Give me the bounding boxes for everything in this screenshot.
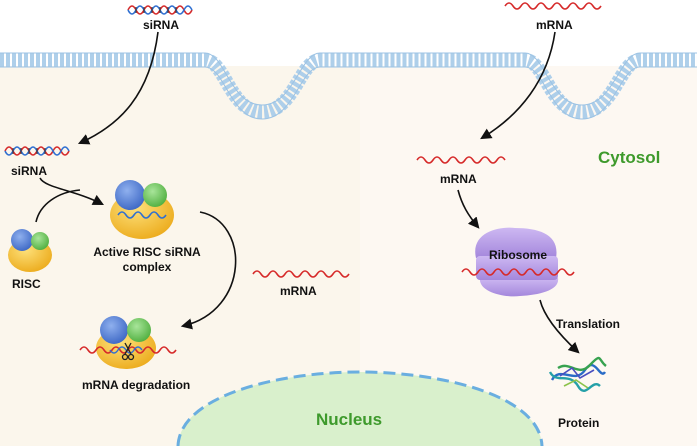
degradation-complex xyxy=(79,316,177,369)
arrow-mrna-to-ribosome xyxy=(457,189,480,229)
label-cytosol: Cytosol xyxy=(598,148,661,167)
arrow-risc-to-complex xyxy=(35,189,81,223)
label-active-complex-line1: Active RISC siRNA xyxy=(93,245,201,259)
label-sirna-top: siRNA xyxy=(143,18,180,32)
sirna-duplex-mid xyxy=(4,146,70,156)
label-ribosome: Ribosome xyxy=(489,248,548,262)
nucleus xyxy=(176,370,544,446)
label-translation: Translation xyxy=(556,317,621,331)
scissors-icon xyxy=(121,342,135,361)
label-protein: Protein xyxy=(558,416,600,430)
mrna-strand-free xyxy=(252,270,350,278)
risc-complex xyxy=(8,229,52,272)
label-mrna-degradation: mRNA degradation xyxy=(82,378,191,392)
label-nucleus: Nucleus xyxy=(316,410,383,429)
label-mrna-top: mRNA xyxy=(536,18,573,32)
label-sirna-mid: siRNA xyxy=(11,164,48,178)
arrow-ribosome-to-protein xyxy=(539,299,580,354)
arrows xyxy=(35,31,580,354)
mrna-strand-right xyxy=(416,156,506,164)
arrow-mrna-entry xyxy=(480,31,556,140)
cell-membrane xyxy=(0,52,697,120)
label-mrna-free: mRNA xyxy=(280,284,317,298)
label-mrna-right: mRNA xyxy=(440,172,477,186)
label-active-complex-line2: complex xyxy=(122,260,172,274)
arrow-sirna-entry xyxy=(77,31,159,145)
active-risc-complex xyxy=(110,180,174,239)
sirna-duplex-top xyxy=(127,5,193,15)
arrow-sirna-to-complex xyxy=(39,177,104,206)
ribosome xyxy=(461,227,575,297)
arrow-complex-to-degradation xyxy=(180,211,237,330)
label-risc: RISC xyxy=(12,277,41,291)
mrna-strand-top xyxy=(504,2,602,10)
protein-structure xyxy=(548,356,607,392)
